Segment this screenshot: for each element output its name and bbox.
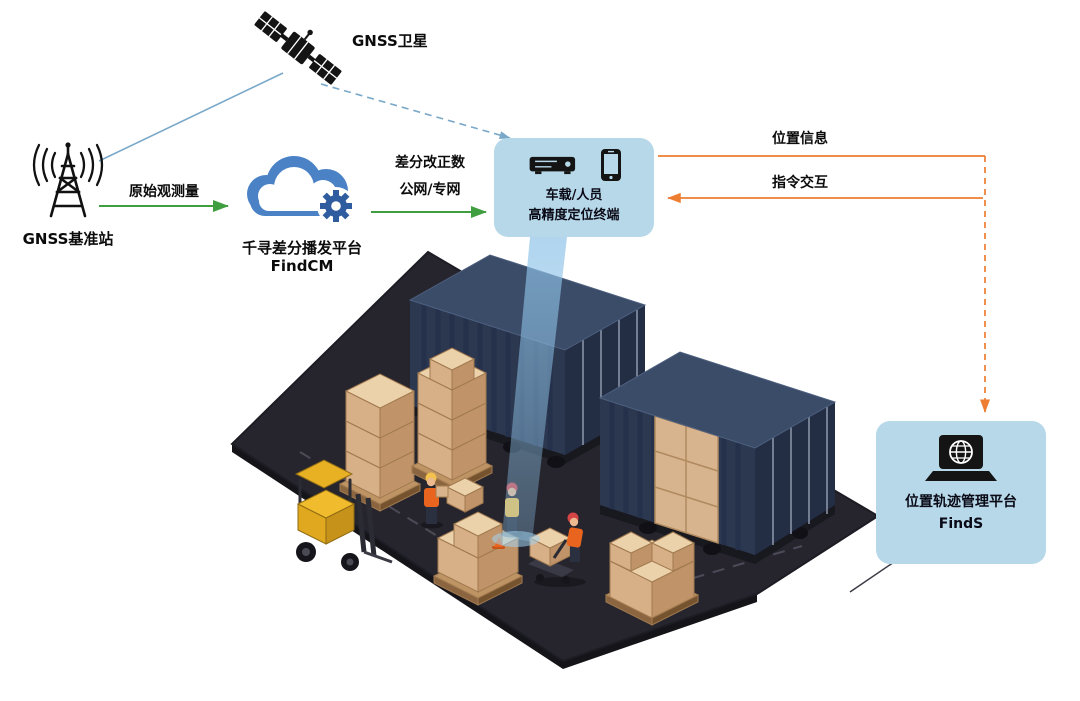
cloud-platform-label-line2: FindCM (270, 257, 334, 275)
management-platform-label-line1: 位置轨迹管理平台 (905, 494, 1017, 510)
link-satellite-basestation (98, 72, 284, 162)
cloud-icon (232, 136, 372, 234)
correction-label-line2: 公网/专网 (399, 182, 461, 198)
base-station-label: GNSS基准站 (22, 230, 114, 248)
cloud-platform-label-line1: 千寻差分播发平台 (241, 239, 362, 257)
smartphone-icon (600, 148, 622, 186)
terminal-label-line1: 车载/人员 (545, 188, 603, 203)
command-interaction-label: 指令交互 (772, 175, 828, 191)
pallet-stack-left (338, 373, 422, 512)
management-platform-panel: 位置轨迹管理平台 FindS (876, 421, 1046, 564)
terminal-panel: 车载/人员 高精度定位终端 (494, 138, 654, 237)
position-info-label: 位置信息 (772, 131, 828, 147)
terminal-device-icon (526, 150, 586, 184)
correction-label-line1: 差分改正数 (395, 155, 465, 171)
worker-3-pallet-jack (528, 512, 586, 587)
raw-observation-label: 原始观测量 (129, 184, 199, 200)
link-satellite-terminal (320, 83, 511, 139)
positioning-beam (492, 237, 567, 547)
pallet-bottom-right (604, 531, 700, 626)
gear-icon (320, 190, 352, 222)
satellite-label: GNSS卫星 (352, 32, 428, 50)
laptop-globe-icon (923, 433, 999, 491)
management-platform-label-line2: FindS (938, 516, 984, 533)
pallet-bottom-center (432, 511, 524, 606)
radio-tower-icon (22, 140, 114, 228)
worker-1 (421, 472, 449, 529)
terminal-label-line2: 高精度定位终端 (528, 208, 620, 224)
small-box (445, 477, 485, 513)
forklift (294, 459, 393, 571)
satellite-icon (248, 4, 348, 90)
finds-callout-tail (849, 559, 898, 593)
